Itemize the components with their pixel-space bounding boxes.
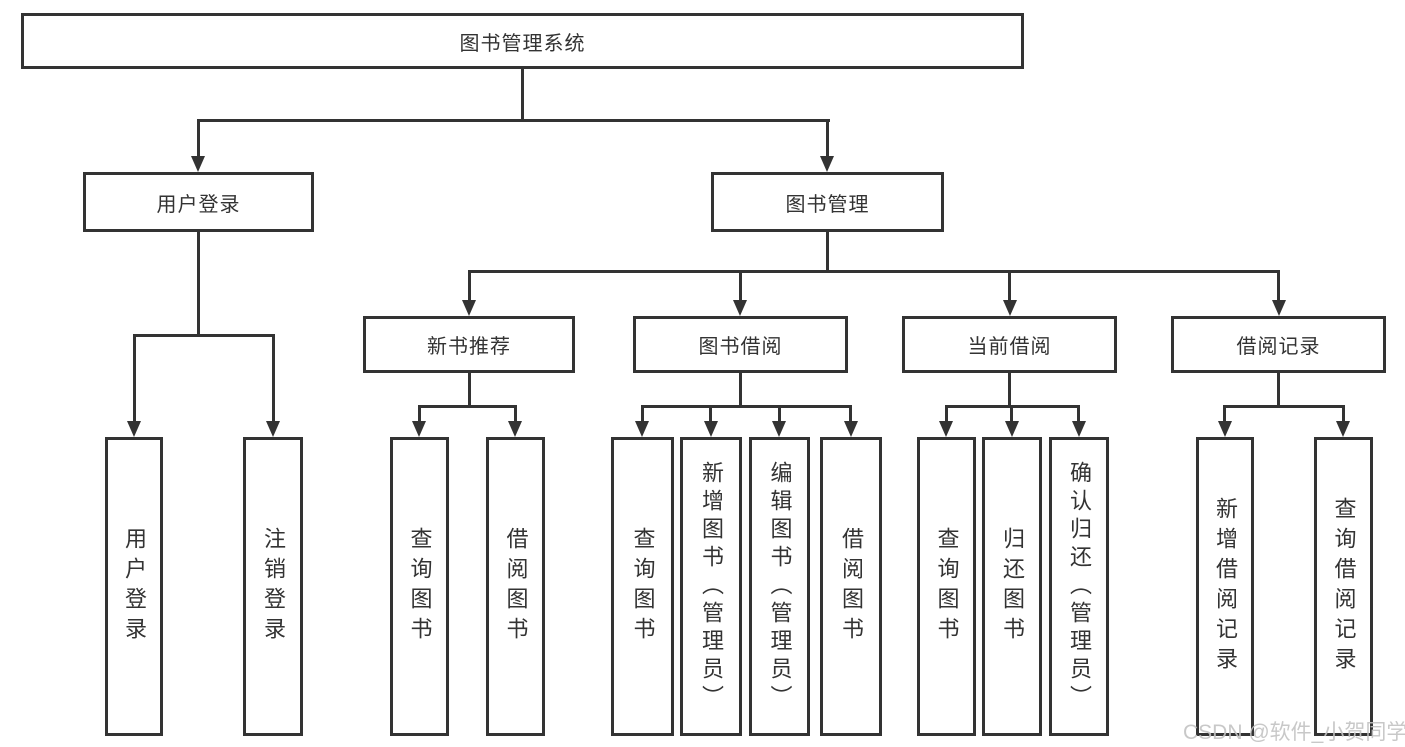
node-book-borrow: 图书借阅 [633,316,848,373]
node-borrow-records: 借阅记录 [1171,316,1386,373]
leaf-logout: 注销登录 [243,437,303,736]
connector-arrow-line-current-borrow [1008,270,1011,300]
node-book-management: 图书管理 [711,172,944,232]
leaf-user-login: 用户登录 [105,437,163,736]
connector-borrow-records-branch [1225,405,1344,408]
leaf-current-query-books: 查询图书 [917,437,976,736]
arrowhead-borrow-records [1272,300,1286,316]
arrowhead-bb-query [635,421,649,437]
connector-arrow-line-br-add [1223,405,1226,421]
arrowhead-book-borrow [733,300,747,316]
leaf-current-confirm-return-admin: 确认归还（管理员） [1049,437,1109,736]
leaf-records-query-record: 查询借阅记录 [1314,437,1373,736]
arrowhead-bb-edit [772,421,786,437]
connector-arrow-line-user-login [197,119,200,157]
node-current-borrow: 当前借阅 [902,316,1117,373]
connector-arrow-line-nb-query [418,405,421,421]
connector-arrow-line-bb-query [641,405,644,421]
connector-root-branch [197,119,830,122]
connector-current-borrow-stub [1008,373,1011,405]
connector-arrow-line-book-borrow [739,270,742,300]
connector-book-borrow-stub [739,373,742,405]
connector-new-book-branch [419,405,516,408]
connector-arrow-line-nb-borrow [514,405,517,421]
connector-arrow-line-leaf-logout [272,334,275,421]
leaf-newbook-query-books: 查询图书 [390,437,449,736]
connector-arrow-line-bb-edit [778,405,781,421]
node-library-system: 图书管理系统 [21,13,1024,69]
leaf-newbook-borrow-books: 借阅图书 [486,437,545,736]
leaf-borrow-query-books: 查询图书 [611,437,674,736]
connector-book-borrow-branch [642,405,851,408]
leaf-records-add-record: 新增借阅记录 [1196,437,1254,736]
arrowhead-new-book [462,300,476,316]
arrowhead-nb-borrow [508,421,522,437]
connector-arrow-line-cb-confirm [1077,405,1080,421]
leaf-borrow-borrow-books: 借阅图书 [820,437,882,736]
connector-arrow-line-leaf-user-login [133,334,136,421]
arrowhead-book-mgmt [820,156,834,172]
arrowhead-nb-query [412,421,426,437]
arrowhead-leaf-logout [266,421,280,437]
leaf-borrow-edit-books-admin: 编辑图书（管理员） [749,437,810,736]
connector-root-stub [521,69,524,119]
connector-book-mgmt-stub [826,232,829,270]
connector-user-login-stub [197,232,200,334]
arrowhead-bb-add [704,421,718,437]
arrowhead-leaf-user-login [127,421,141,437]
connector-book-mgmt-branch [469,270,1279,273]
connector-arrow-line-bb-borrow [849,405,852,421]
connector-borrow-records-stub [1277,373,1280,405]
arrowhead-user-login [191,156,205,172]
arrowhead-br-add [1218,421,1232,437]
arrowhead-cb-return [1005,421,1019,437]
connector-arrow-line-cb-query [945,405,948,421]
connector-user-login-branch [134,334,273,337]
connector-arrow-line-borrow-records [1277,270,1280,300]
arrowhead-cb-confirm [1072,421,1086,437]
connector-arrow-line-book-mgmt [826,119,829,157]
leaf-borrow-add-books-admin: 新增图书（管理员） [680,437,742,736]
arrowhead-br-query [1336,421,1350,437]
connector-arrow-line-bb-add [709,405,712,421]
connector-arrow-line-br-query [1342,405,1345,421]
node-new-book-recommend: 新书推荐 [363,316,575,373]
connector-arrow-line-cb-return [1010,405,1013,421]
connector-new-book-stub [468,373,471,405]
arrowhead-cb-query [939,421,953,437]
node-user-login: 用户登录 [83,172,314,232]
leaf-current-return-books: 归还图书 [982,437,1042,736]
arrowhead-current-borrow [1003,300,1017,316]
csdn-watermark: CSDN @软件_小贺同学 [1183,721,1405,744]
connector-arrow-line-new-book [468,270,471,300]
arrowhead-bb-borrow [844,421,858,437]
